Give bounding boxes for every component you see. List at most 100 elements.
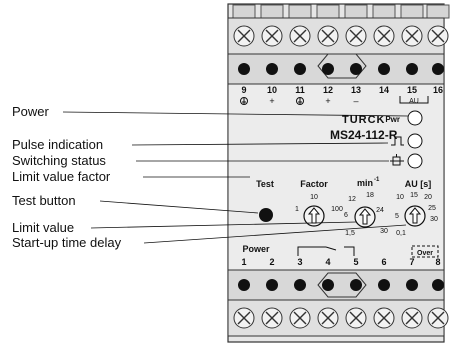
housing-fin [372, 4, 396, 19]
callout-pulse: Pulse indication [12, 137, 103, 152]
power-led [407, 110, 423, 126]
terminal-hole [238, 63, 250, 75]
arrow-up-icon [358, 208, 372, 225]
terminal-sign: + [325, 96, 330, 106]
terminal-hole [322, 63, 334, 75]
screw-icon [345, 307, 367, 329]
terminal-hole [294, 279, 306, 291]
top-screws [233, 25, 449, 47]
bottom-bridge [317, 272, 367, 298]
pulse-led [407, 133, 423, 149]
housing-fin [400, 4, 424, 19]
housing-fin [344, 4, 368, 19]
terminal-hole [294, 63, 306, 75]
ground-icon [296, 97, 304, 105]
au-scale: 0,1 [396, 230, 406, 237]
terminal-hole [322, 279, 334, 291]
limit-value-dial[interactable] [354, 206, 376, 228]
leader-line [90, 221, 357, 229]
terminal-number: 8 [435, 257, 440, 267]
terminal-number: 9 [241, 85, 246, 95]
bottom-screws [233, 307, 449, 329]
housing-fin [232, 4, 256, 19]
screw-icon [345, 25, 367, 47]
au-scale: 30 [430, 216, 438, 223]
terminal-number: 4 [325, 257, 330, 267]
terminal-number: 3 [297, 257, 302, 267]
housing-fin [260, 4, 284, 19]
terminal-hole [432, 63, 444, 75]
rpm-label-sup: -1 [374, 177, 380, 183]
terminal-number: 2 [269, 257, 274, 267]
rpm-scale: 30 [380, 228, 388, 235]
terminal-hole [266, 63, 278, 75]
terminal-number: 12 [323, 85, 333, 95]
screw-icon [233, 25, 255, 47]
leader-line [99, 200, 259, 214]
screw-icon [289, 25, 311, 47]
terminal-number: 7 [409, 257, 414, 267]
au-scale: 20 [424, 194, 432, 201]
callout-power: Power [12, 104, 50, 119]
arrow-up-icon [408, 207, 422, 224]
ground-icon [240, 97, 248, 105]
terminal-hole [350, 279, 362, 291]
terminal-hole [406, 279, 418, 291]
rpm-label: min [357, 178, 373, 188]
terminal-number: 10 [267, 85, 277, 95]
terminal-hole [378, 63, 390, 75]
screw-icon [317, 307, 339, 329]
screw-icon [261, 307, 283, 329]
test-button[interactable] [259, 208, 273, 222]
screw-icon [427, 307, 449, 329]
rpm-scale: 12 [348, 196, 356, 203]
callout-test-button: Test button [12, 193, 76, 208]
startup-delay-dial[interactable] [404, 205, 426, 227]
callout-startup: Start-up time delay [12, 235, 122, 250]
terminal-number: 13 [351, 85, 361, 95]
terminal-hole [378, 279, 390, 291]
factor-scale: 10 [310, 194, 318, 201]
relay-icon [390, 154, 404, 166]
au-scale: 10 [396, 194, 404, 201]
terminal-number: 16 [433, 85, 443, 95]
terminal-hole [350, 63, 362, 75]
bottom-holes [238, 279, 444, 291]
screw-icon [401, 307, 423, 329]
top-fins [232, 4, 450, 19]
screw-icon [261, 25, 283, 47]
housing-fin [316, 4, 340, 19]
terminal-number: 5 [353, 257, 358, 267]
terminal-sign: + [269, 96, 274, 106]
relay-contact-icon [297, 246, 355, 256]
rpm-scale: 24 [376, 207, 384, 214]
top-terminal-signs: + + – [269, 96, 358, 106]
callout-limit-factor: Limit value factor [12, 169, 111, 184]
terminal-hole [238, 279, 250, 291]
test-label: Test [256, 179, 274, 189]
housing-fin [426, 4, 450, 19]
callout-limit-value: Limit value [12, 220, 74, 235]
pulse-icon [391, 136, 404, 146]
over-box [411, 245, 439, 258]
front-panel [227, 83, 445, 271]
terminal-sign: – [353, 96, 358, 106]
au-label: AU [s] [405, 179, 432, 189]
screw-icon [289, 307, 311, 329]
au-bracket [399, 96, 429, 104]
terminal-hole [406, 63, 418, 75]
screw-icon [373, 307, 395, 329]
screw-icon [373, 25, 395, 47]
screw-icon [401, 25, 423, 47]
screw-icon [317, 25, 339, 47]
factor-scale: 1 [295, 206, 299, 213]
leader-line [131, 142, 389, 146]
terminal-number: 6 [381, 257, 386, 267]
power-terminal-label: Power [242, 244, 270, 254]
factor-dial[interactable] [303, 205, 325, 227]
factor-label: Factor [300, 179, 328, 189]
au-scale: 15 [410, 192, 418, 199]
